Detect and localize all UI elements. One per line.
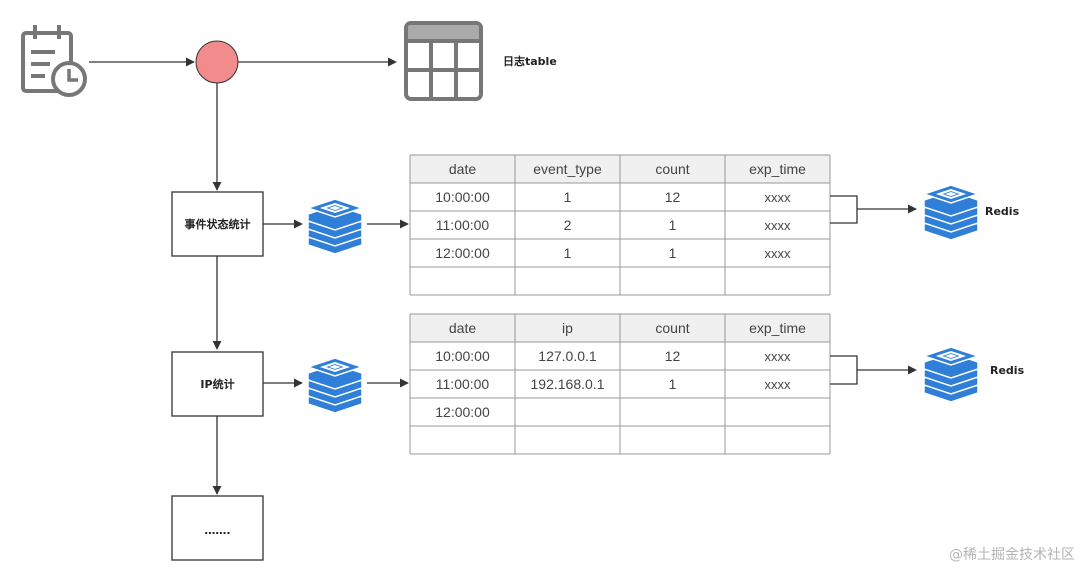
table-cell: 10:00:00 <box>435 348 490 364</box>
log-schedule-icon <box>21 25 87 97</box>
log-table-label: 日志table <box>503 54 557 68</box>
watermark: @稀土掘金技术社区 <box>949 547 1075 563</box>
table-cell: 1 <box>669 245 677 261</box>
more-label: ……. <box>204 524 230 537</box>
table-cell: 12:00:00 <box>435 245 490 261</box>
table-cell: xxxx <box>765 377 792 392</box>
table-header-cell: date <box>449 161 476 177</box>
more-box <box>171 495 264 561</box>
table-header-cell: count <box>655 320 689 336</box>
event-stats-label: 事件状态统计 <box>185 217 251 231</box>
table-cell: xxxx <box>765 190 792 205</box>
table-cell: 1 <box>669 217 677 233</box>
redis-icon <box>921 346 981 403</box>
table-cell: xxxx <box>765 246 792 261</box>
redis-icon <box>921 184 981 241</box>
table-cell: 12 <box>665 189 681 205</box>
table-header-cell: ip <box>562 320 573 336</box>
ip-table-bracket <box>830 355 858 385</box>
table-cell: 10:00:00 <box>435 189 490 205</box>
table-cell: 11:00:00 <box>436 217 490 233</box>
table-cell: 127.0.0.1 <box>538 348 597 364</box>
redis-label: Redis <box>990 364 1025 377</box>
redis-icon <box>305 357 365 414</box>
event-table-bracket <box>830 195 858 224</box>
table-cell: xxxx <box>765 218 792 233</box>
table-cell: 12:00:00 <box>435 404 490 420</box>
event-stats-box <box>171 191 264 257</box>
table-cell: 192.168.0.1 <box>531 376 605 392</box>
table-header-cell: date <box>449 320 476 336</box>
ip-stats-table: date ip count exp_time 10:00:00 127.0.0.1 12 xx… <box>409 313 831 455</box>
table-header-cell: count <box>655 161 689 177</box>
table-cell: 12 <box>665 348 681 364</box>
table-cell: 1 <box>564 189 572 205</box>
table-header-cell: exp_time <box>749 161 806 177</box>
table-cell: xxxx <box>765 349 792 364</box>
redis-icon <box>305 198 365 255</box>
table-cell: 2 <box>564 217 572 233</box>
table-cell: 1 <box>669 376 677 392</box>
table-header-cell: event_type <box>533 161 602 177</box>
ip-stats-box <box>171 351 264 417</box>
table-header-cell: exp_time <box>749 320 806 336</box>
table-cell: 1 <box>564 245 572 261</box>
ip-stats-label: IP统计 <box>200 377 234 391</box>
hub-node <box>195 40 239 84</box>
table-cell: 11:00:00 <box>436 376 490 392</box>
redis-label: Redis <box>985 205 1020 218</box>
log-table-icon <box>404 21 483 101</box>
